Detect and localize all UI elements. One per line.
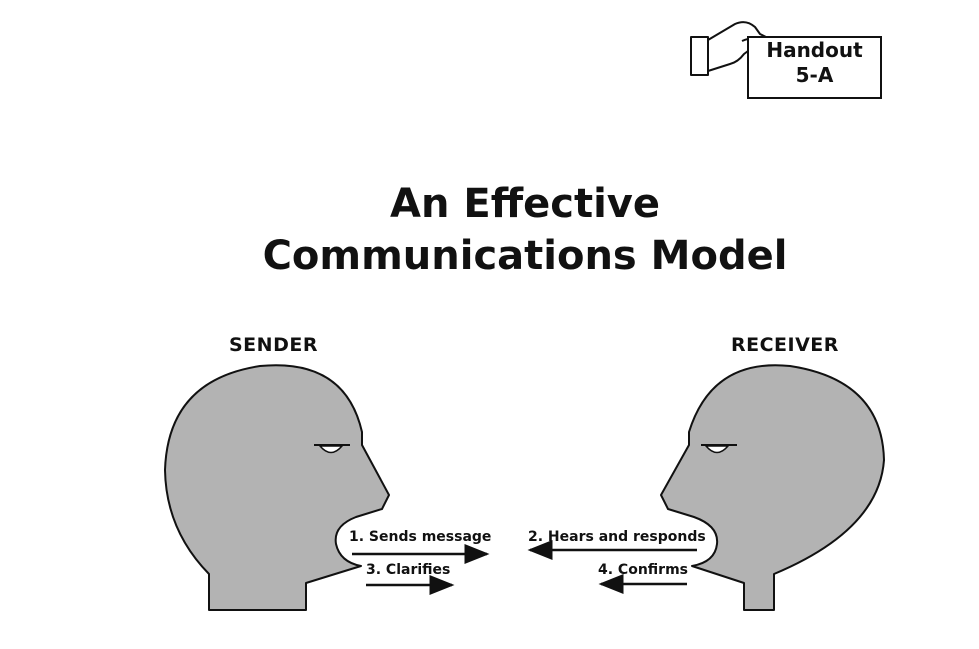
sender-label: SENDER — [229, 334, 318, 356]
receiver-eye — [701, 444, 737, 454]
handout-box — [747, 36, 882, 99]
step-clarifies: 3. Clarifies — [366, 562, 451, 578]
handout-label: Handout 5-A — [748, 38, 881, 88]
receiver-label: RECEIVER — [731, 334, 839, 356]
page-title: An Effective Communications Model — [0, 178, 979, 282]
sender-head — [164, 364, 390, 611]
step-sends-message: 1. Sends message — [349, 529, 492, 545]
pointing-hand-icon — [690, 21, 772, 76]
title-line-1: An Effective — [390, 181, 660, 227]
sender-eye — [314, 444, 350, 454]
handout-line-1: Handout — [766, 38, 863, 62]
handout-line-2: 5-A — [795, 63, 834, 87]
step-hears-and-responds: 2. Hears and responds — [528, 529, 706, 545]
title-line-2: Communications Model — [262, 233, 788, 279]
receiver-head — [660, 364, 885, 611]
step-confirms: 4. Confirms — [598, 562, 688, 578]
